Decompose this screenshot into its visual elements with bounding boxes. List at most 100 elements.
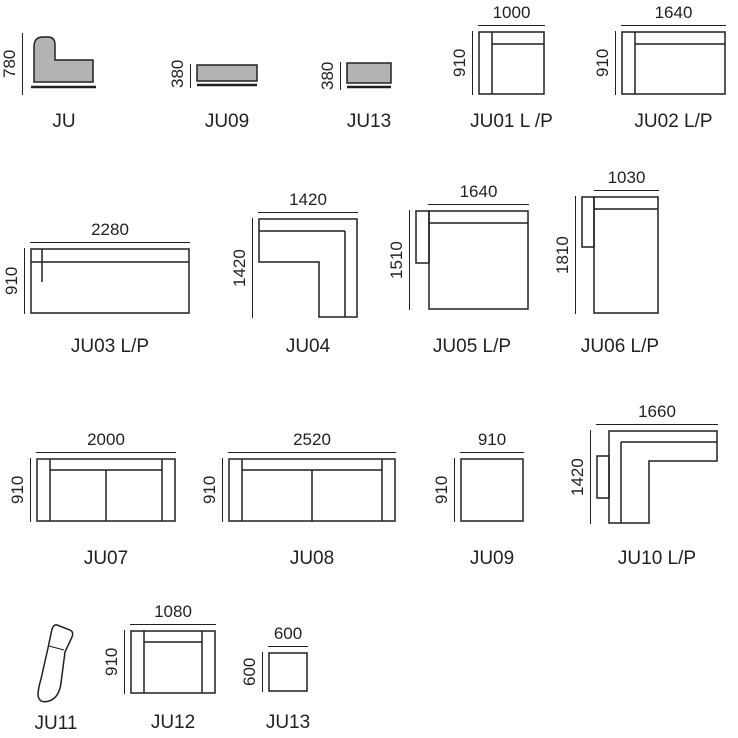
corner-module-top-view-drawing	[596, 430, 718, 524]
dimension-height-line	[190, 64, 191, 88]
dimension-width-line	[594, 190, 659, 191]
dimension-width-label: 1660	[638, 402, 676, 421]
dimension-height-label: 910	[2, 266, 21, 296]
module-ju04: 1420 1420 JU04	[230, 191, 358, 356]
dimension-height-line	[575, 196, 576, 314]
module-name: JU	[52, 111, 76, 132]
ottoman-side-view-drawing	[196, 64, 258, 87]
module-name: JU13	[265, 712, 311, 733]
module-top-view-drawing	[621, 31, 726, 95]
module-name: JU10 L/P	[617, 548, 697, 569]
dimension-height-label: 600	[240, 657, 259, 687]
dimension-height-line	[262, 652, 263, 692]
dimension-height-label: 780	[0, 49, 19, 79]
module-name: JU07	[83, 548, 129, 569]
dimension-width-label: 1080	[154, 602, 192, 621]
dimension-height-line	[615, 31, 616, 95]
module-ju13: 600 600 JU13	[240, 625, 310, 732]
headrest-cushion-drawing	[37, 624, 74, 703]
sofa-top-view-drawing	[228, 458, 396, 522]
dimension-width-label: 1030	[607, 168, 646, 187]
pouf-side-view-drawing	[346, 62, 392, 89]
module-ju07: 2000 910 JU07	[8, 431, 176, 568]
dimension-height-label: 910	[8, 475, 27, 505]
module-ju11: JU11	[32, 622, 80, 733]
module-name: JU09	[469, 548, 515, 569]
dimension-height-line	[24, 248, 25, 314]
ottoman-top-view-drawing	[460, 458, 524, 522]
dimension-width-label: 910	[477, 430, 507, 449]
module-ju01: 1000 910 JU01 L /P	[450, 4, 553, 131]
dimension-height-line	[409, 210, 410, 310]
dimension-width-label: 600	[273, 624, 303, 643]
dimension-width-line	[36, 452, 176, 453]
chaise-module-top-view-drawing	[581, 196, 659, 314]
module-ju: 780 JU	[0, 33, 100, 131]
module-name: JU04	[285, 336, 331, 357]
dimension-width-line	[228, 452, 396, 453]
module-name: JU13	[346, 111, 392, 132]
module-name: JU08	[289, 548, 335, 569]
dimension-height-line	[22, 33, 23, 95]
module-ju09: 910 910 JU09	[432, 431, 524, 568]
dimension-height-label: 1510	[387, 241, 406, 279]
dimension-width-line	[30, 242, 190, 243]
module-name: JU12	[150, 712, 196, 733]
dimension-height-label: 1810	[553, 236, 572, 274]
module-ju08: 2520 910 JU08	[200, 431, 396, 568]
dimension-width-label: 2280	[91, 220, 129, 239]
module-ju05: 1640 1510 JU05 L/P	[387, 183, 529, 356]
dimension-height-label: 910	[450, 48, 469, 78]
module-ju09-side: 380 JU09	[168, 60, 258, 131]
dimension-width-line	[596, 424, 718, 425]
module-top-view-drawing	[478, 31, 545, 95]
chaise-module-top-view-drawing	[415, 210, 529, 310]
dimension-width-line	[478, 25, 545, 26]
corner-module-top-view-drawing	[258, 218, 358, 318]
dimension-height-label: 380	[168, 59, 187, 88]
module-top-view-drawing	[30, 248, 190, 314]
sofa-side-view-drawing	[31, 36, 96, 89]
dimension-height-label: 1420	[568, 458, 587, 496]
module-name: JU01 L /P	[470, 111, 553, 132]
module-ju13-side: 380 JU13	[318, 62, 392, 131]
dimension-height-label: 380	[318, 61, 337, 90]
dimension-height-label: 910	[593, 48, 612, 78]
armchair-top-view-drawing	[130, 630, 216, 694]
dimension-width-line	[130, 624, 216, 625]
dimension-width-label: 1640	[459, 182, 498, 201]
dimension-width-label: 1640	[654, 3, 693, 22]
dimension-height-label: 910	[432, 475, 451, 505]
module-ju06: 1030 1810 JU06 L/P	[553, 169, 659, 356]
dimension-height-line	[222, 458, 223, 522]
dimension-width-label: 2000	[87, 430, 125, 449]
dimension-width-label: 1000	[492, 3, 531, 22]
dimension-height-line	[124, 630, 125, 694]
dimension-height-line	[252, 218, 253, 318]
dimension-height-line	[454, 458, 455, 522]
dimension-height-line	[30, 458, 31, 522]
module-ju03: 2280 910 JU03 L/P	[2, 221, 190, 356]
module-name: JU06 L/P	[580, 336, 660, 357]
sofa-top-view-drawing	[36, 458, 176, 522]
dimension-height-label: 910	[200, 475, 219, 505]
module-ju12: 1080 910 JU12	[102, 603, 216, 732]
dimension-width-line	[258, 212, 358, 213]
dimension-width-label: 1420	[289, 190, 327, 209]
module-name: JU11	[34, 713, 78, 734]
module-ju02: 1640 910 JU02 L/P	[593, 4, 726, 131]
module-name: JU02 L/P	[634, 111, 713, 132]
dimension-height-line	[472, 31, 473, 95]
module-ju10: 1660 1420 JU10 L/P	[568, 403, 718, 568]
dimension-width-line	[621, 25, 726, 26]
module-name: JU09	[204, 111, 250, 132]
dimension-width-line	[268, 646, 308, 647]
dimension-width-line	[428, 204, 529, 205]
dimension-height-line	[340, 62, 341, 90]
module-name: JU03 L/P	[70, 336, 150, 357]
module-name: JU05 L/P	[432, 336, 512, 357]
dimension-height-line	[590, 430, 591, 524]
dimension-height-label: 1420	[230, 249, 249, 287]
dimension-width-line	[460, 452, 524, 453]
